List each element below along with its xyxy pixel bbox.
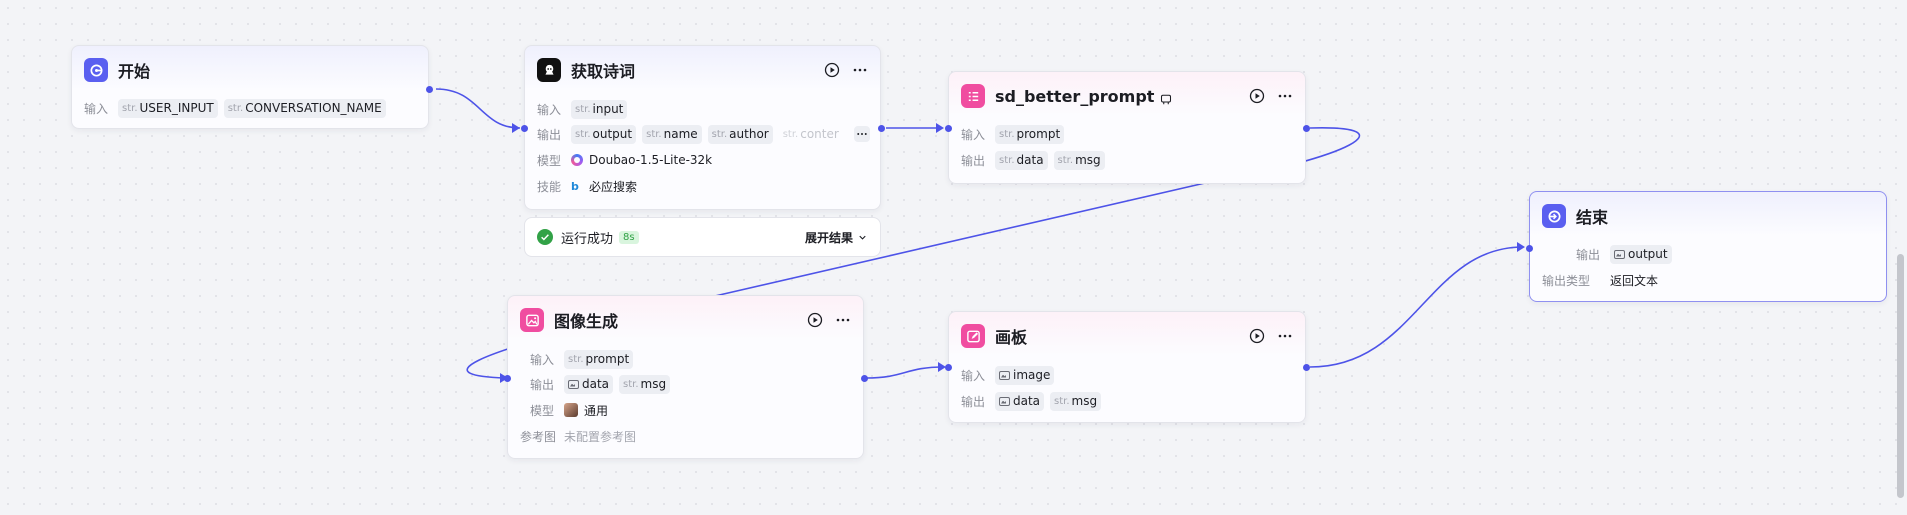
node-sd-better-prompt[interactable]: sd_better_prompt 输入 str.prompt 输出 str.da… — [945, 71, 1310, 184]
vertical-scrollbar[interactable] — [1897, 254, 1904, 498]
doubao-model-icon — [571, 154, 583, 166]
run-node-icon[interactable] — [1249, 88, 1265, 104]
row-label: 输入 — [84, 101, 109, 116]
agent-logo-icon — [537, 58, 561, 82]
more-icon[interactable] — [1277, 88, 1293, 104]
output-var-tag: str.msg — [1050, 391, 1102, 411]
image-gen-icon — [520, 308, 544, 332]
start-icon — [84, 58, 108, 82]
edge-start-to-poem[interactable] — [435, 88, 521, 129]
image-type-icon — [999, 370, 1010, 380]
output-var-tag: data — [564, 374, 614, 394]
more-icon[interactable] — [835, 312, 851, 328]
sd-output-row: 输出 str.data str.msg — [961, 150, 1111, 170]
node-start[interactable]: 开始 输入 str.USER_INPUT str.CONVERSATION_NA… — [71, 45, 433, 129]
edge-board-to-end[interactable] — [1309, 246, 1524, 368]
run-node-icon[interactable] — [1249, 328, 1265, 344]
run-node-icon[interactable] — [824, 62, 840, 78]
input-port[interactable] — [1526, 245, 1533, 252]
end-output-type-row: 输出类型 返回文本 — [1542, 273, 1659, 288]
output-port[interactable] — [426, 86, 433, 93]
output-port[interactable] — [861, 375, 868, 382]
node-end[interactable]: 结束 输出 output 输出类型 返回文本 — [1526, 191, 1887, 302]
end-output-row: 输出 output — [1542, 244, 1678, 264]
imggen-ref-row: 参考图 未配置参考图 — [520, 429, 637, 444]
list-icon — [961, 84, 985, 108]
output-var-tag: str.output — [571, 124, 637, 144]
output-var-tag: str.msg — [619, 374, 671, 394]
imggen-output-row: 输出 data str.msg — [520, 374, 676, 394]
more-icon[interactable] — [1277, 328, 1293, 344]
output-var-tag: str.name — [642, 124, 702, 144]
image-type-icon — [1614, 249, 1625, 259]
poem-model-row: 模型 Doubao-1.5-Lite-32k — [537, 153, 713, 168]
end-icon — [1542, 204, 1566, 228]
canvas-edit-icon — [961, 324, 985, 348]
input-port[interactable] — [945, 125, 952, 132]
success-check-icon — [537, 229, 553, 245]
board-output-row: 输出 data str.msg — [961, 391, 1107, 411]
input-var-tag: str.input — [571, 99, 628, 119]
poem-skill-row: 技能 b 必应搜索 — [537, 179, 638, 194]
input-port[interactable] — [521, 125, 528, 132]
node-title: 开始 — [118, 62, 151, 81]
model-avatar-icon — [564, 403, 578, 417]
output-var-tag: str.msg — [1053, 150, 1105, 170]
node-canvas-board[interactable]: 画板 输入 image 输出 data str.msg — [945, 311, 1310, 423]
output-var-tag: str.data — [995, 150, 1048, 170]
output-var-tag: output — [1610, 244, 1672, 264]
node-title: sd_better_prompt — [995, 86, 1155, 106]
node-title: 图像生成 — [554, 312, 619, 331]
plugin-badge-icon — [1160, 90, 1172, 105]
run-status-text: 运行成功 — [561, 231, 614, 247]
input-var-tag: str.prompt — [995, 124, 1065, 144]
node-title: 获取诗词 — [571, 62, 636, 81]
node-image-generation[interactable]: 图像生成 输入 str.prompt 输出 data str.msg 模型 通用… — [504, 295, 868, 459]
node-title: 结束 — [1576, 208, 1609, 227]
imggen-model-row: 模型 通用 — [529, 403, 609, 418]
output-port[interactable] — [878, 125, 885, 132]
image-type-icon — [999, 396, 1010, 406]
poem-input-row: 输入 str.input — [537, 99, 633, 119]
more-outputs-icon[interactable] — [854, 126, 870, 142]
output-var-tag: data — [995, 391, 1045, 411]
output-var-tag: str.author — [707, 124, 773, 144]
image-type-icon — [568, 379, 579, 389]
run-node-icon[interactable] — [807, 312, 823, 328]
input-var-tag: str.USER_INPUT — [118, 98, 218, 118]
node-get-poem[interactable]: 获取诗词 输入 str.input 输出 str.output str.name… — [521, 45, 885, 210]
input-var-tag: str.prompt — [564, 349, 634, 369]
output-port[interactable] — [1303, 364, 1310, 371]
output-port[interactable] — [1303, 125, 1310, 132]
input-port[interactable] — [945, 364, 952, 371]
input-port[interactable] — [504, 375, 511, 382]
expand-result-button[interactable]: 展开结果 — [805, 229, 868, 246]
node-title: 画板 — [995, 328, 1028, 347]
start-inputs-row: 输入 str.USER_INPUT str.CONVERSATION_NAME — [84, 98, 392, 118]
imggen-input-row: 输入 str.prompt — [520, 349, 639, 369]
board-input-row: 输入 image — [961, 365, 1060, 385]
sd-input-row: 输入 str.prompt — [961, 124, 1070, 144]
run-time-badge: 8s — [619, 230, 639, 244]
output-var-tag: str.conter — [782, 127, 839, 141]
run-status-bar: 运行成功 8s 展开结果 — [524, 217, 881, 257]
chevron-down-icon — [859, 235, 866, 240]
poem-output-row: 输出 str.output str.name str.author str.co… — [537, 124, 870, 144]
more-icon[interactable] — [852, 62, 868, 78]
edge-imggen-to-board[interactable] — [865, 366, 945, 379]
input-var-tag: str.CONVERSATION_NAME — [223, 98, 386, 118]
bing-icon: b — [571, 179, 579, 193]
input-var-tag: image — [995, 365, 1055, 385]
